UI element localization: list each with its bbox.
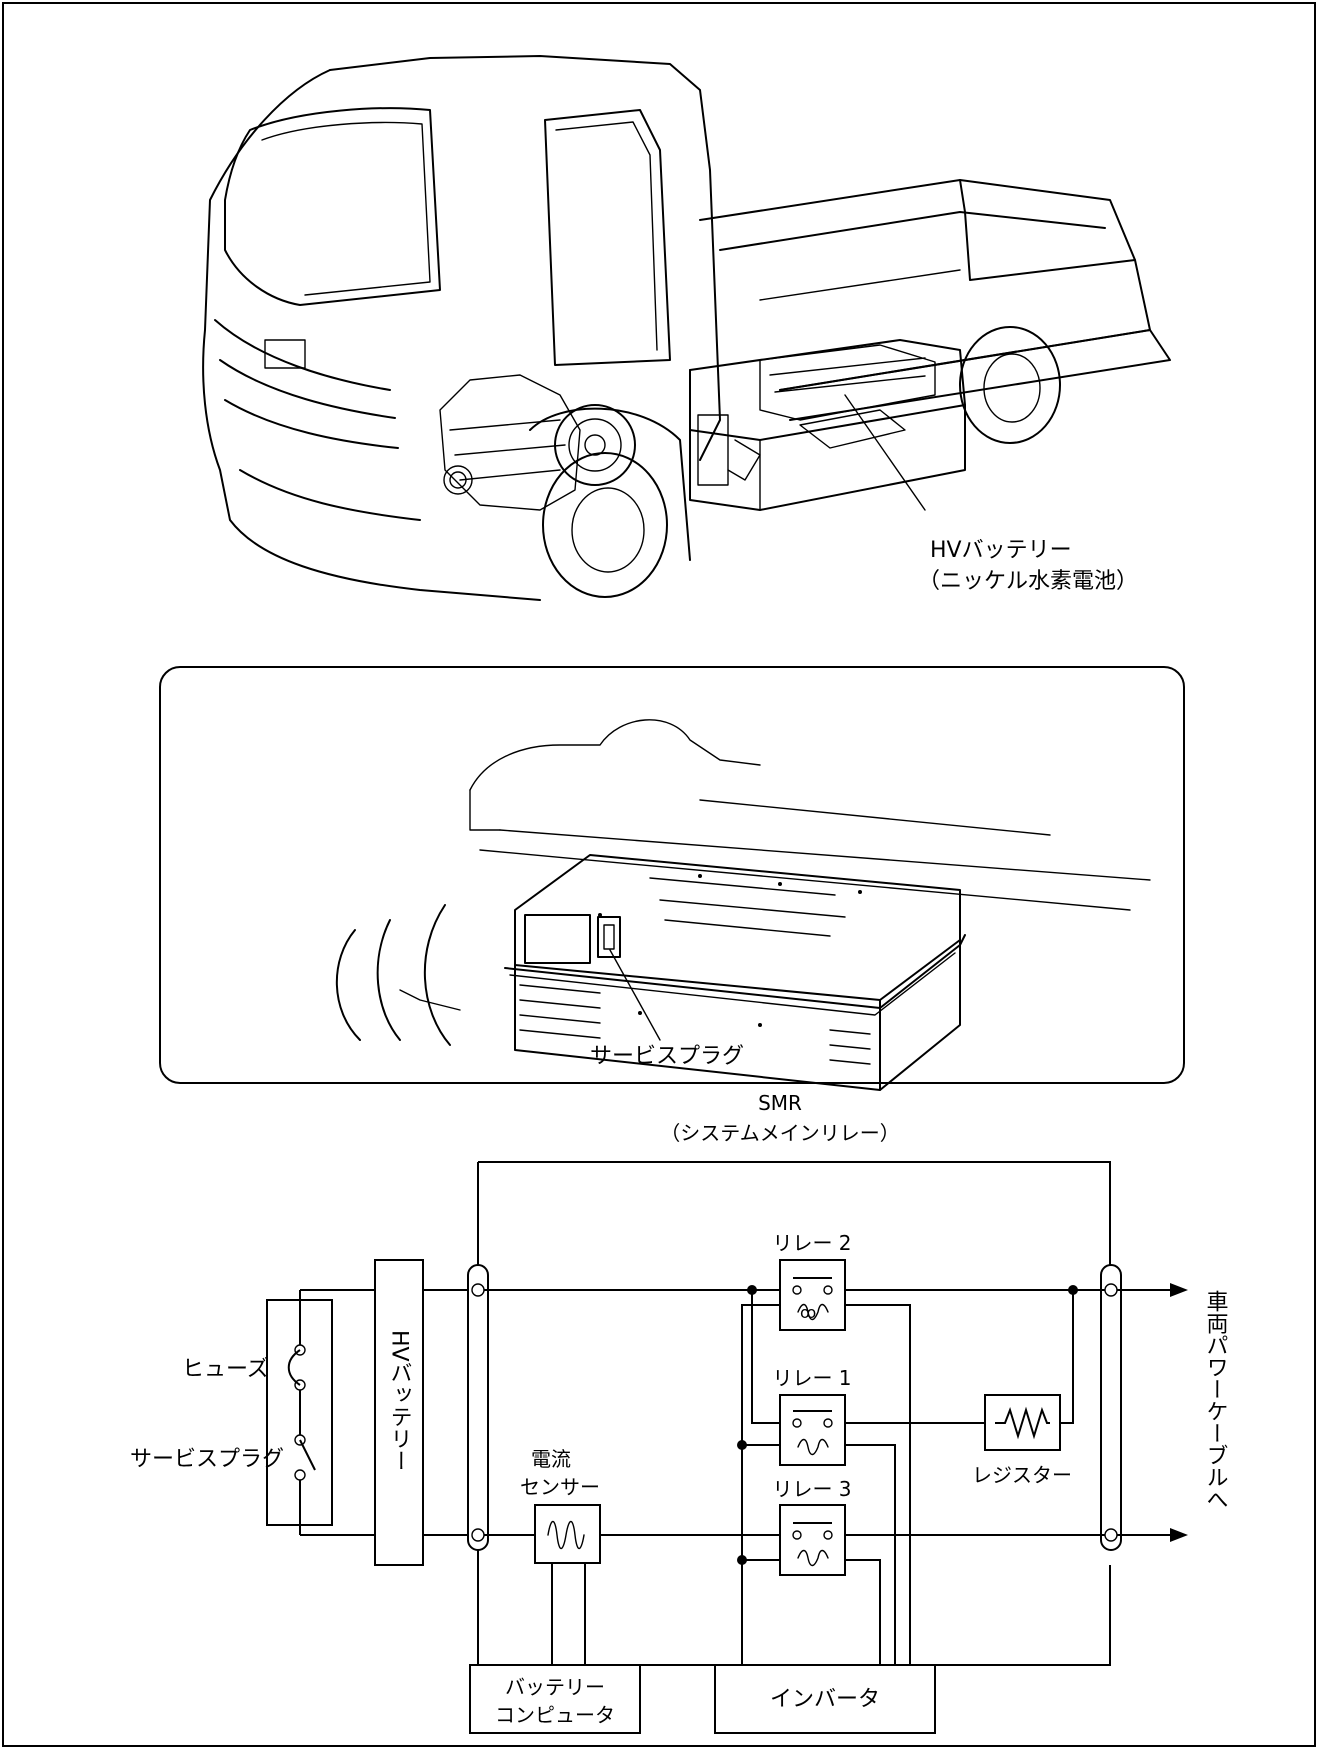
smr-bar-right — [1100, 1264, 1122, 1551]
relay-3 — [779, 1504, 846, 1576]
smr-bar-left — [467, 1264, 489, 1551]
truck-illustration — [202, 55, 1171, 601]
smr-label: SMR — [758, 1091, 802, 1115]
closeup-frame — [159, 666, 1185, 1084]
relay-1 — [779, 1394, 846, 1466]
relay-1-label: リレー 1 — [772, 1366, 851, 1390]
battery-closeup-illustration — [335, 719, 1151, 1091]
resistor-label: レジスター — [972, 1463, 1072, 1487]
smr-label-sub: （システムメインリレー） — [660, 1121, 899, 1145]
inverter — [714, 1664, 936, 1734]
hv-battery-label: HVバッテリー — [387, 1330, 412, 1472]
battery-computer-label: バッテリー — [505, 1675, 605, 1699]
relay-2 — [779, 1259, 846, 1331]
arrow-negative — [1170, 1528, 1188, 1542]
battery-computer — [469, 1664, 641, 1734]
current-sensor — [534, 1504, 601, 1564]
current-sensor-label-sub: センサー — [520, 1475, 600, 1499]
output-label: 車両パワーケーブルへ — [1203, 1290, 1228, 1510]
inverter-label: インバータ — [770, 1687, 880, 1712]
arrow-positive — [1170, 1283, 1188, 1297]
fuse-label: ヒューズ — [182, 1357, 269, 1382]
relay-3-label: リレー 3 — [772, 1477, 851, 1501]
hv-battery-callout-sub: （ニッケル水素電池） — [918, 569, 1138, 594]
current-sensor-label: 電流 — [531, 1447, 571, 1471]
service-plug-label: サービスプラグ — [130, 1447, 284, 1472]
hv-battery-callout: HVバッテリー — [930, 538, 1072, 563]
relay-2-label: リレー 2 — [772, 1231, 851, 1255]
hv-battery-block — [374, 1259, 424, 1566]
service-plug-callout: サービスプラグ — [590, 1044, 744, 1069]
hv-circuit-diagram: ꝏ — [266, 1161, 1188, 1734]
battery-computer-label-sub: コンピュータ — [495, 1703, 615, 1727]
